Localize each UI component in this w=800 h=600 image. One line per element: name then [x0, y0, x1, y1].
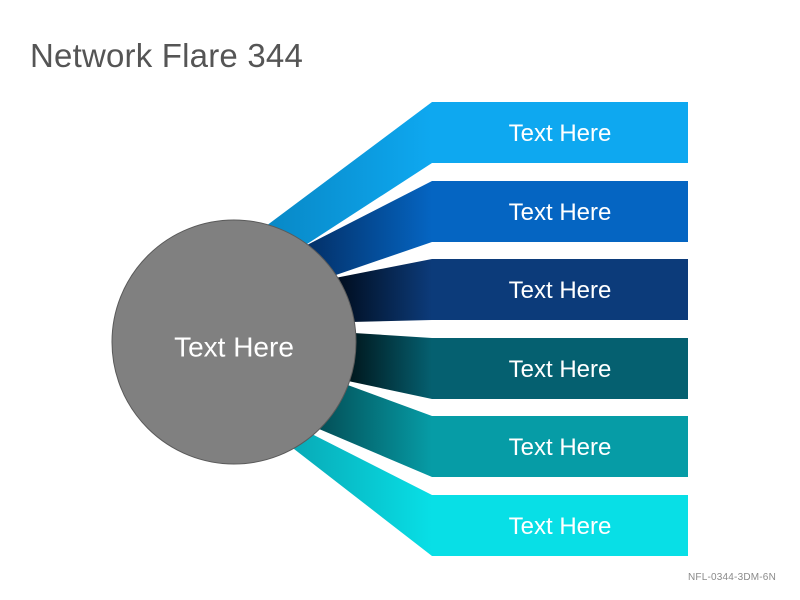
connector-ray-5: [312, 384, 432, 477]
item-box-label: Text Here: [509, 277, 612, 304]
footer-code: NFL-0344-3DM-6N: [687, 572, 776, 583]
hub-label: Text Here: [174, 331, 294, 362]
connector-ray-6: [285, 428, 432, 556]
item-box-1: Text Here: [432, 102, 688, 163]
hub: Text Here: [111, 219, 357, 465]
item-box-4: Text Here: [432, 338, 688, 399]
connector-ray-1: [266, 102, 432, 246]
connector-rays: [266, 102, 432, 556]
item-box-label: Text Here: [509, 356, 612, 383]
item-box-label: Text Here: [509, 513, 612, 540]
item-box-6: Text Here: [432, 495, 688, 556]
connector-ray-4: [348, 333, 432, 399]
item-box-rect: [432, 495, 688, 556]
item-box-5: Text Here: [432, 416, 688, 477]
connector-ray-3: [335, 259, 432, 322]
item-box-label: Text Here: [509, 199, 612, 226]
item-box-rect: [432, 102, 688, 163]
item-box-rect: [432, 338, 688, 399]
page-title: Network Flare 344: [30, 37, 304, 74]
connector-ray-2: [305, 181, 432, 276]
item-box-rect: [432, 181, 688, 242]
item-box-2: Text Here: [432, 181, 688, 242]
hub-circle: [111, 219, 357, 465]
item-box-3: Text Here: [432, 259, 688, 320]
item-box-label: Text Here: [509, 434, 612, 461]
item-box-rect: [432, 259, 688, 320]
item-box-rect: [432, 416, 688, 477]
item-box-label: Text Here: [509, 120, 612, 147]
